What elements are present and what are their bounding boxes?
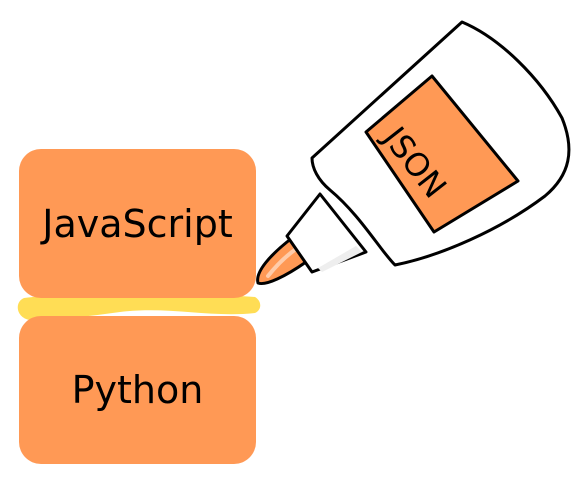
bottle-label [364,74,520,234]
glue-band [17,293,261,320]
nozzle-highlight [266,247,298,278]
python-label: Python [71,368,204,412]
javascript-label: JavaScript [42,201,233,246]
python-block: Python [19,316,256,464]
collar-shadow [318,246,362,272]
javascript-block: JavaScript [19,149,256,298]
